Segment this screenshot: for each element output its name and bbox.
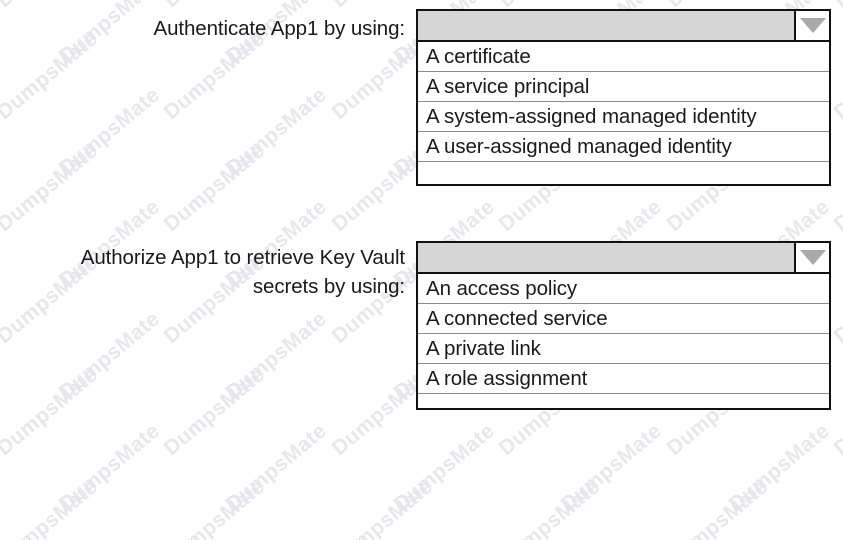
dropdown-options-list-2: An access policy A connected service A p…: [418, 274, 829, 415]
chevron-down-icon: [799, 250, 826, 265]
watermark-text: DumpsMate: [221, 419, 332, 517]
watermark-row: DumpsMate DumpsMate DumpsMate DumpsMate Dump…: [0, 475, 843, 540]
dropdown-option[interactable]: A connected service: [418, 304, 829, 334]
question-label-1: Authenticate App1 by using:: [153, 17, 406, 40]
watermark-text: DumpsMate: [389, 419, 499, 517]
dropdown-toggle-button-1[interactable]: [794, 11, 829, 42]
dropdown-option[interactable]: A certificate: [418, 42, 829, 72]
dropdown-option[interactable]: A user-assigned managed identity: [418, 132, 829, 162]
watermark-text: DumpsMate: [662, 475, 772, 540]
dropdown-authenticate-app1[interactable]: A certificate A service principal A syst…: [416, 9, 831, 186]
content-root: Authenticate App1 by using: A certificat…: [80, 9, 831, 410]
watermark-text: DumpsMate: [159, 475, 270, 540]
dropdown-toggle-button-2[interactable]: [794, 243, 829, 274]
watermark-row: DumpsMate DumpsMate DumpsMate DumpsMate Dump…: [0, 419, 843, 516]
dropdown-selected-value-1[interactable]: [418, 11, 794, 42]
dropdown-option[interactable]: A role assignment: [418, 364, 829, 394]
dropdown-list-filler-2: [418, 394, 829, 415]
watermark-text: DumpsMate: [556, 419, 667, 517]
dropdown-list-filler-1: [418, 162, 829, 183]
watermark-text: DumpsMate: [54, 419, 164, 517]
dropdown-option[interactable]: An access policy: [418, 274, 829, 304]
watermark-text: DumpsMate: [0, 475, 102, 540]
question-label-2: Authorize App1 to retrieve Key Vault sec…: [80, 246, 405, 298]
watermark-text: DumpsMate: [829, 475, 843, 540]
dropdown-selected-value-2[interactable]: [418, 243, 794, 274]
dropdown-header-1[interactable]: [418, 11, 829, 42]
watermark-text: DumpsMate: [0, 407, 7, 529]
dropdown-authorize-keyvault[interactable]: An access policy A connected service A p…: [416, 241, 831, 410]
watermark-text: DumpsMate: [724, 419, 834, 517]
dropdown-header-2[interactable]: [418, 243, 829, 274]
watermark-text: DumpsMate: [327, 475, 437, 540]
dropdown-option[interactable]: A system-assigned managed identity: [418, 102, 829, 132]
watermark-text: DumpsMate: [494, 475, 605, 540]
dropdown-option[interactable]: A private link: [418, 334, 829, 364]
chevron-down-icon: [799, 18, 826, 33]
dropdown-option[interactable]: A service principal: [418, 72, 829, 102]
dropdown-options-list-1: A certificate A service principal A syst…: [418, 42, 829, 183]
